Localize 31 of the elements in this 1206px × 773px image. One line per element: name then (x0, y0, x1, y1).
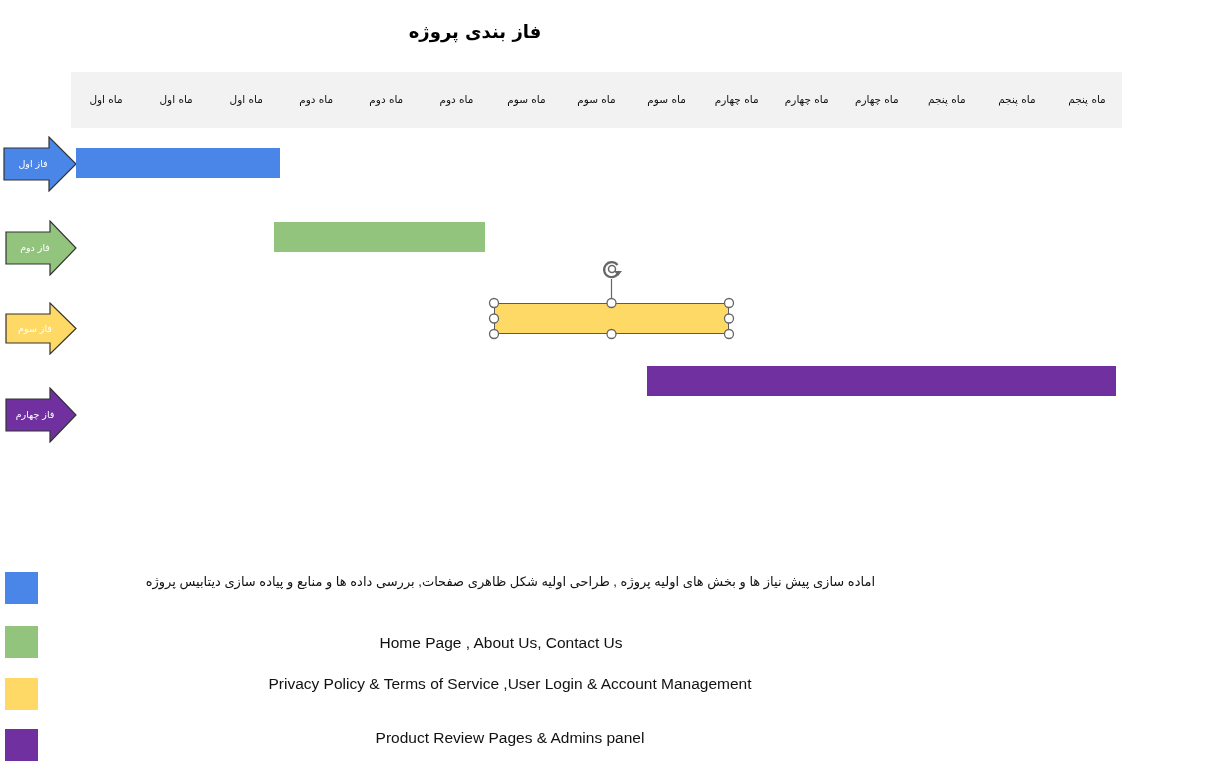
timeline-bar (647, 366, 1116, 396)
month-label: ماه سوم (647, 93, 686, 106)
phase-marker (5, 220, 77, 276)
phase-label: فاز سوم (18, 322, 52, 335)
month-label: ماه دوم (439, 93, 474, 106)
phase-label: فاز اول (18, 158, 48, 170)
month-label: ماه سوم (507, 93, 546, 106)
phase-marker (5, 387, 77, 443)
month-label: ماه چهارم (784, 93, 829, 106)
phase-marker (3, 136, 77, 192)
month-label: ماه اول (159, 93, 193, 106)
month-label: ماه اول (89, 93, 123, 106)
diagram-title: فاز بندی پروژه (408, 21, 542, 43)
month-label: ماه سوم (577, 93, 616, 106)
timeline-bar (274, 222, 485, 252)
month-label: ماه چهارم (714, 93, 759, 106)
month-label: ماه پنجم (1068, 93, 1106, 106)
month-label: ماه دوم (299, 93, 334, 106)
legend-text: Privacy Policy & Terms of Service ,User Login & Account Management (268, 675, 752, 694)
month-label: ماه دوم (369, 93, 404, 106)
month-label: ماه پنجم (928, 93, 966, 106)
phase-marker (5, 302, 77, 355)
legend-text: اماده سازی پیش نیاز ها و بخش های اولیه پروژه , طراحی اولیه شکل ظاهری صفحات, بررسی داده ها و منابع و پیاده سازی دیتابیس پروژه (145, 574, 875, 590)
month-label: ماه پنجم (998, 93, 1036, 106)
legend-text: Home Page , About Us, Contact Us (379, 634, 623, 653)
legend-text: Product Review Pages & Admins panel (375, 729, 645, 748)
month-label: ماه چهارم (854, 93, 899, 106)
month-label: ماه اول (229, 93, 263, 106)
phase-label: فاز دوم (20, 242, 50, 254)
phase-label: فاز چهارم (15, 409, 55, 421)
timeline-bar (76, 148, 280, 178)
